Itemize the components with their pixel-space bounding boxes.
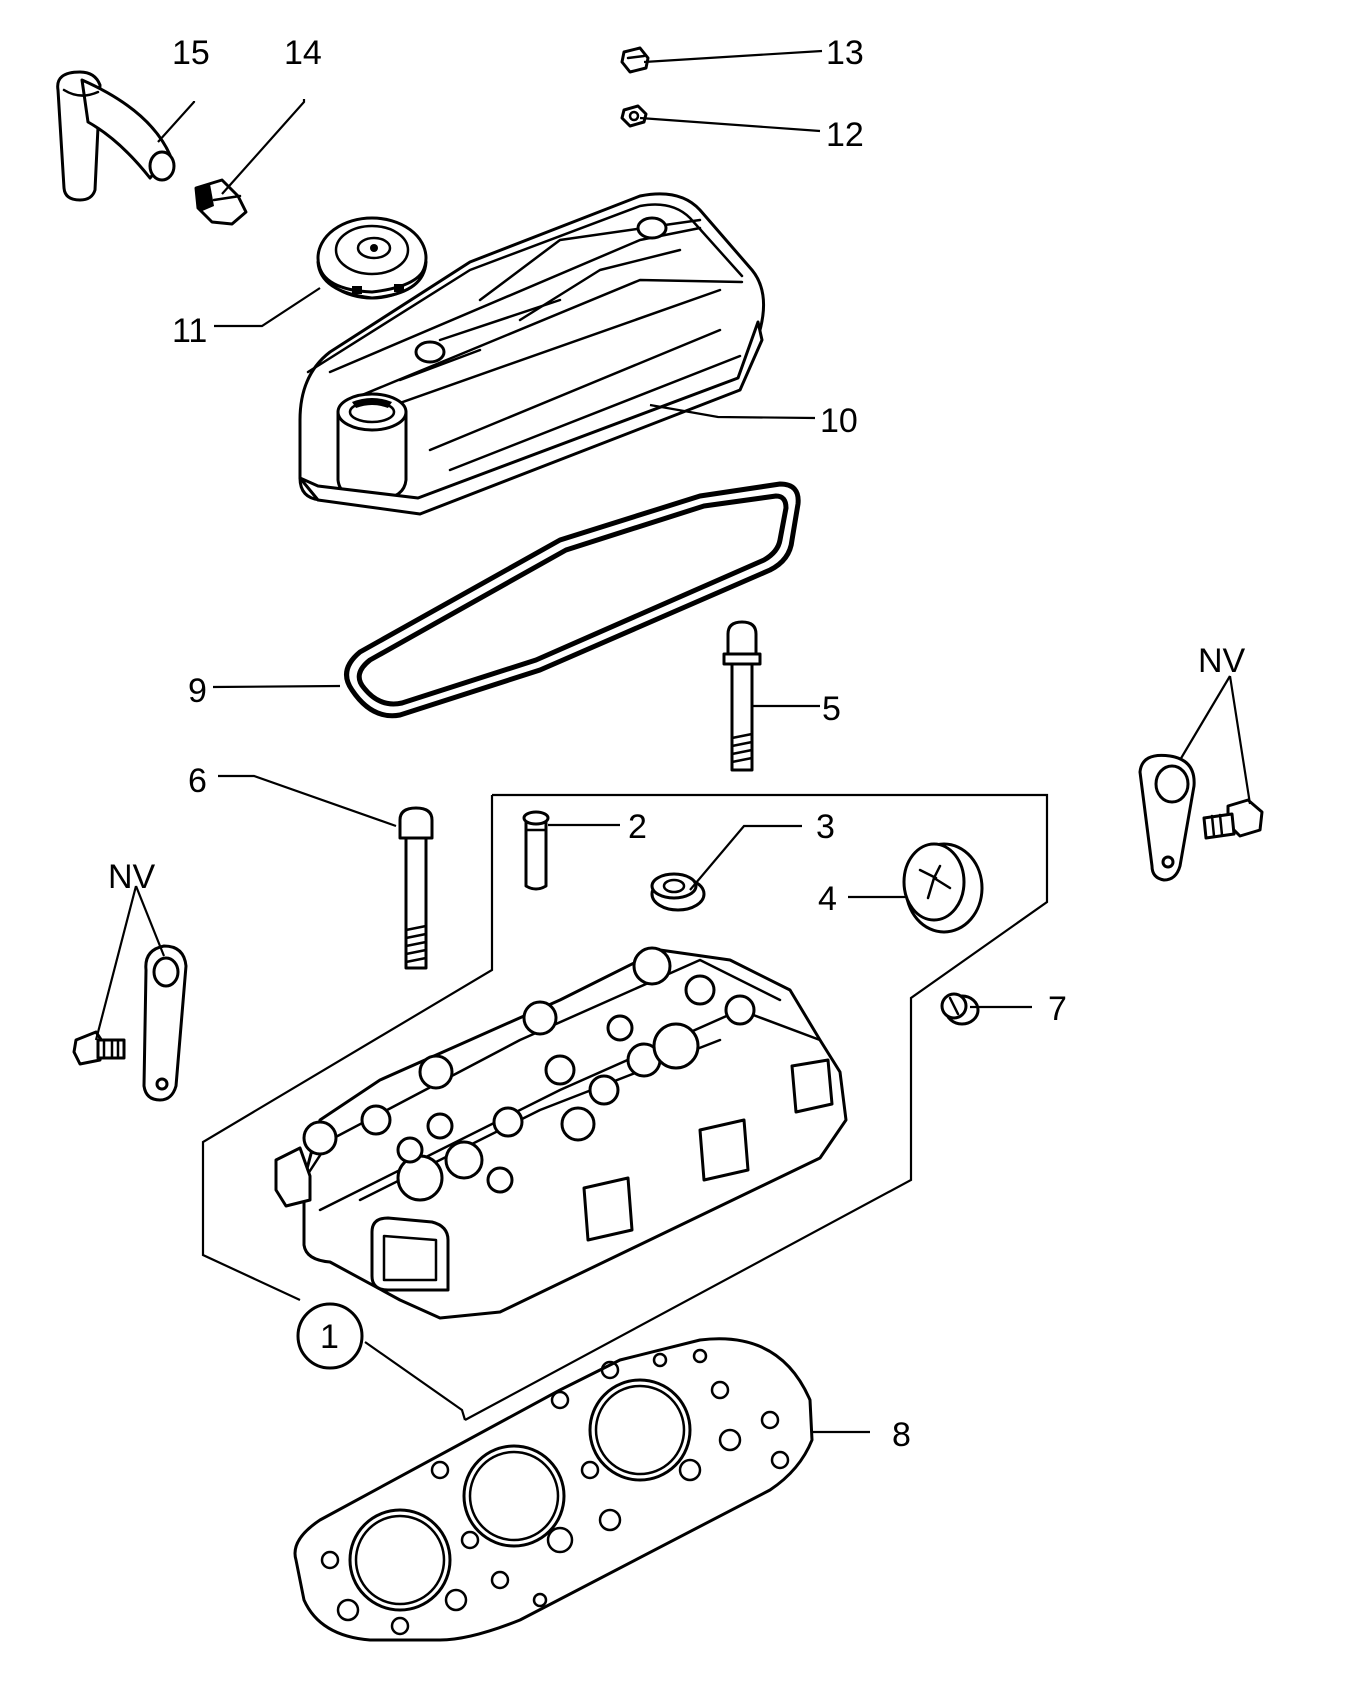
callout-nv-right: NV bbox=[1198, 642, 1246, 680]
part-nv-right-lifting-eye bbox=[1138, 753, 1264, 882]
part-4-sealing-plug bbox=[902, 842, 984, 934]
callout-6: 6 bbox=[188, 762, 207, 800]
callout-1: 1 bbox=[320, 1318, 339, 1356]
part-nv-left-lifting-eye bbox=[72, 944, 188, 1102]
callout-2: 2 bbox=[628, 808, 647, 846]
part-12-nut bbox=[620, 104, 648, 128]
callout-7: 7 bbox=[1048, 990, 1067, 1028]
callout-labels: 15 14 13 12 11 10 9 5 6 2 3 4 7 8 NV NV … bbox=[108, 34, 1246, 1454]
part-6-head-bolt bbox=[398, 806, 434, 970]
callout-1-circle bbox=[296, 1302, 364, 1370]
callout-8: 8 bbox=[892, 1416, 911, 1454]
callout-13: 13 bbox=[826, 34, 864, 72]
part-14-union-fitting bbox=[194, 178, 248, 226]
gasket-holes bbox=[320, 1348, 790, 1636]
callout-12: 12 bbox=[826, 116, 864, 154]
part-2-valve-guide bbox=[522, 810, 550, 891]
callout-5: 5 bbox=[822, 690, 841, 728]
part-10-rocker-cover bbox=[298, 192, 766, 516]
head-bosses bbox=[302, 946, 756, 1202]
callout-15: 15 bbox=[172, 34, 210, 72]
part-15-breather-hose bbox=[56, 70, 176, 202]
leader-lines bbox=[94, 49, 1252, 1434]
part-7-plug bbox=[940, 992, 980, 1026]
part-1-cylinder-head bbox=[274, 946, 848, 1320]
callout-9: 9 bbox=[188, 672, 207, 710]
part-13-cap-nut bbox=[620, 46, 650, 74]
callout-nv-left: NV bbox=[108, 858, 156, 896]
part-11-oil-filler-cap bbox=[316, 216, 428, 300]
part-3-valve-seal bbox=[650, 872, 706, 912]
callout-11: 11 bbox=[172, 312, 207, 350]
callout-14: 14 bbox=[284, 34, 322, 72]
callout-10: 10 bbox=[820, 402, 858, 440]
callout-3: 3 bbox=[816, 808, 835, 846]
part-9-cover-gasket bbox=[344, 481, 801, 719]
assembly-bracket-1 bbox=[201, 793, 1049, 1421]
part-8-head-gasket bbox=[293, 1337, 814, 1642]
callout-4: 4 bbox=[818, 880, 837, 918]
part-5-head-bolt bbox=[722, 620, 762, 772]
